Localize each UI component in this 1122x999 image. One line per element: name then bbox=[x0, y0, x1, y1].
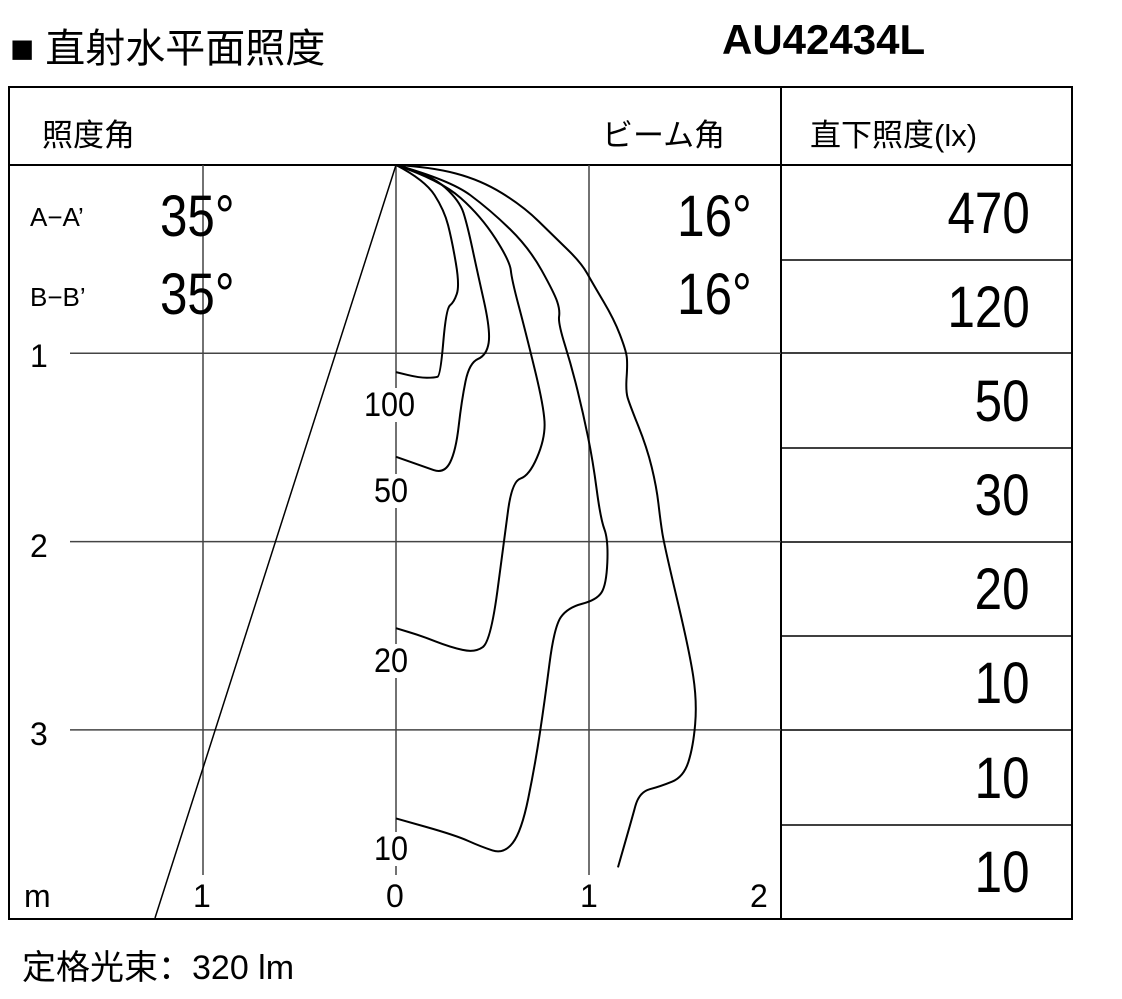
illuminance-value: 120 bbox=[947, 274, 1030, 340]
isolux-curves bbox=[395, 164, 697, 868]
x-tick-right-1: 1 bbox=[580, 878, 598, 914]
axis-label-a: A−A’ bbox=[30, 202, 84, 232]
contour-label-50: 50 bbox=[374, 472, 409, 510]
x-tick-right-2: 2 bbox=[750, 878, 768, 914]
illuminance-value: 30 bbox=[975, 463, 1030, 528]
angle-a: 35° bbox=[160, 184, 235, 249]
illuminance-value: 10 bbox=[975, 745, 1030, 811]
chart-grid bbox=[70, 165, 781, 875]
illuminance-value: 10 bbox=[975, 839, 1030, 905]
isolux-curve-100 bbox=[395, 164, 460, 379]
isolux-curve-5 bbox=[395, 164, 697, 868]
y-tick-3: 3 bbox=[30, 716, 48, 752]
isolux-curve-20 bbox=[395, 164, 546, 652]
x-tick-0: 0 bbox=[386, 878, 404, 914]
contour-label-10: 10 bbox=[374, 830, 409, 868]
beam-a: 16° bbox=[677, 184, 752, 249]
y-tick-2: 2 bbox=[30, 528, 48, 564]
angle-header: 照度角 bbox=[42, 118, 135, 153]
contour-label-20: 20 bbox=[374, 642, 409, 680]
illuminance-value: 10 bbox=[975, 651, 1030, 716]
isolux-curve-10 bbox=[395, 164, 609, 853]
y-tick-1: 1 bbox=[30, 338, 48, 374]
diagram-frame bbox=[8, 86, 1073, 920]
beam-b: 16° bbox=[677, 262, 752, 327]
illuminance-value: 470 bbox=[947, 180, 1030, 246]
isolux-curve-50 bbox=[395, 164, 491, 472]
beam-cone-edge bbox=[154, 164, 397, 919]
illuminance-value: 50 bbox=[975, 368, 1030, 434]
page-title: ■ 直射水平面照度 bbox=[10, 27, 326, 71]
axis-label-b: B−B’ bbox=[30, 282, 86, 312]
illuminance-header: 直下照度(lx) bbox=[810, 118, 978, 153]
beam-header: ビーム角 bbox=[602, 118, 726, 153]
illuminance-value: 20 bbox=[975, 557, 1030, 622]
angle-b: 35° bbox=[160, 262, 235, 327]
rated-flux: 定格光束：320 lm bbox=[22, 949, 295, 987]
model-number: AU42434L bbox=[722, 16, 926, 63]
contour-label-100: 100 bbox=[364, 386, 416, 424]
x-tick-left-1: 1 bbox=[193, 878, 211, 914]
x-unit: m bbox=[24, 878, 51, 914]
value-row-dividers bbox=[781, 259, 1071, 826]
